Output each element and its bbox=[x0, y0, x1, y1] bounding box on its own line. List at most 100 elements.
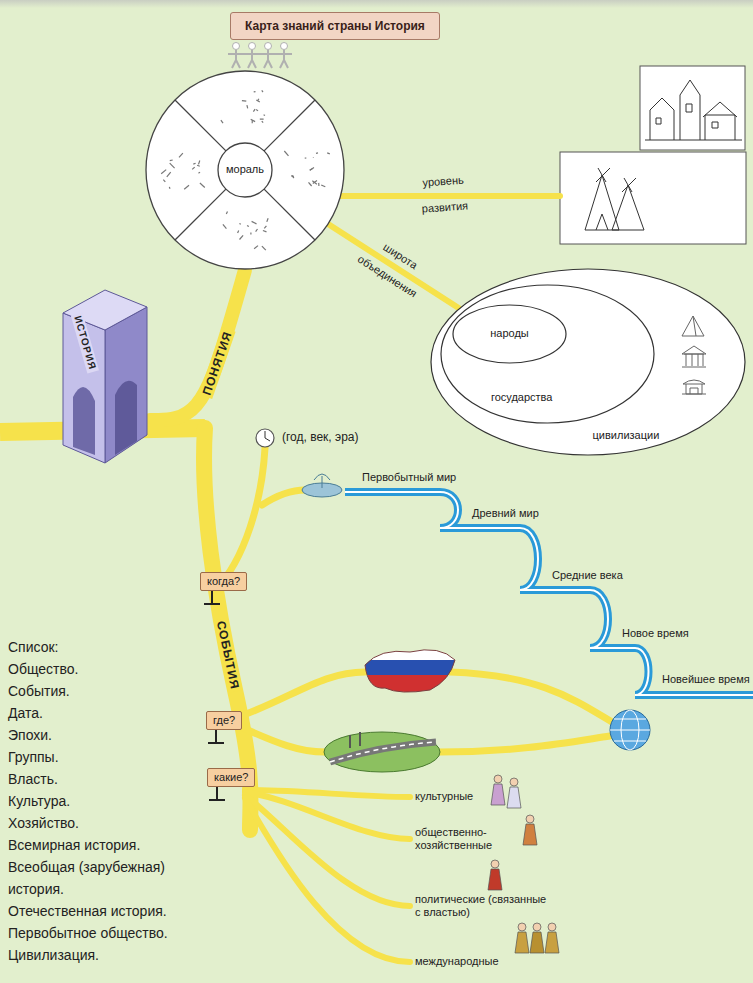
sketch-stroke bbox=[247, 226, 249, 227]
development-box bbox=[560, 152, 746, 244]
road-icon bbox=[330, 742, 436, 762]
yellow-branches bbox=[230, 722, 325, 752]
people-ellipse: народы bbox=[452, 304, 567, 364]
sketch-stroke bbox=[223, 224, 227, 228]
sketch-stroke bbox=[284, 151, 288, 156]
epoch-label: Древний мир bbox=[470, 507, 541, 520]
development-box bbox=[585, 168, 644, 230]
list-item: Дата. bbox=[8, 702, 193, 724]
list-item: Эпохи. bbox=[8, 724, 193, 746]
history-arch-outline bbox=[55, 285, 150, 465]
top-strip bbox=[0, 0, 753, 8]
arch-front bbox=[63, 313, 105, 463]
sketch-stroke bbox=[316, 152, 318, 154]
title-box: Карта знаний страны История bbox=[230, 12, 440, 40]
node-label: какие? bbox=[214, 771, 248, 784]
sketch-stroke bbox=[199, 172, 201, 173]
russia-map bbox=[360, 640, 460, 700]
pyramid-icon bbox=[682, 316, 704, 336]
question-sign: какие? bbox=[207, 768, 255, 787]
epoch-label: Первобытный мир bbox=[360, 471, 458, 484]
inner-circle bbox=[218, 143, 272, 197]
yellow-branches bbox=[450, 672, 612, 722]
term-list: Список:Общество.События.Дата.Эпохи.Групп… bbox=[8, 636, 193, 966]
russia-map bbox=[360, 640, 460, 700]
sketch-stroke bbox=[197, 165, 200, 166]
node-label: государства bbox=[491, 391, 553, 404]
list-item: Всеобщая (зарубежная) история. bbox=[8, 856, 193, 900]
sketch-stroke bbox=[169, 187, 171, 189]
russia-map bbox=[360, 660, 460, 675]
people-figures bbox=[515, 932, 529, 953]
event-type: культурные bbox=[415, 790, 473, 803]
sketch-stroke bbox=[246, 105, 248, 108]
list-item: События. bbox=[8, 680, 193, 702]
people-figures bbox=[526, 815, 534, 823]
sketch-stroke bbox=[262, 121, 263, 123]
time-units: (год, век, эра) bbox=[282, 430, 359, 444]
epoch-label: Средние века bbox=[550, 569, 625, 582]
people-figures bbox=[548, 923, 556, 931]
globe-icon bbox=[610, 710, 650, 750]
list-item: Цивилизация. bbox=[8, 944, 193, 966]
people-figures bbox=[488, 775, 559, 953]
sketch-stroke bbox=[291, 175, 294, 177]
ellipse-outline bbox=[453, 305, 566, 363]
russia-map bbox=[365, 650, 455, 692]
development-box bbox=[645, 80, 742, 140]
sketch-stroke bbox=[221, 120, 223, 123]
list-item: Культура. bbox=[8, 790, 193, 812]
event-type: общественно-хозяйственные bbox=[415, 826, 527, 852]
sketch-stroke bbox=[267, 218, 268, 222]
sketch-stroke bbox=[305, 157, 307, 158]
fountain-icon bbox=[302, 474, 342, 497]
sketch-stroke bbox=[238, 230, 239, 233]
stick-figures bbox=[265, 43, 272, 50]
yellow-branches bbox=[440, 736, 610, 752]
sketch-stroke bbox=[242, 100, 246, 102]
sketch-stroke bbox=[309, 182, 312, 186]
road-icon bbox=[324, 732, 440, 772]
node-label: где? bbox=[213, 714, 235, 727]
clock-icon bbox=[256, 429, 274, 447]
sketch-stroke bbox=[163, 180, 165, 182]
history-arch: ИСТОРИЯ bbox=[55, 285, 150, 465]
fountain-icon bbox=[314, 474, 330, 488]
sketch-stroke bbox=[170, 159, 173, 161]
people-figures bbox=[491, 784, 505, 805]
sketch-stroke bbox=[252, 221, 257, 224]
stick-figures bbox=[260, 50, 276, 68]
title-text: Карта знаний страны История bbox=[245, 19, 425, 33]
sketch-stroke bbox=[312, 181, 317, 185]
sketch-stroke bbox=[254, 246, 258, 249]
yellow-branches bbox=[262, 490, 305, 505]
sketch-stroke bbox=[262, 90, 263, 92]
yellow-branches bbox=[245, 798, 410, 962]
sketch-stroke bbox=[264, 114, 265, 116]
ellipse-outline bbox=[431, 269, 745, 455]
arch-opening bbox=[73, 387, 95, 455]
sketch-stroke bbox=[310, 168, 314, 171]
civilization-ellipse-outline bbox=[430, 268, 746, 456]
list-item: Всемирная история. bbox=[8, 834, 193, 856]
arch-opening bbox=[115, 381, 137, 455]
arch-side bbox=[105, 307, 147, 463]
sketch-stroke bbox=[264, 226, 266, 229]
sketch-stroke bbox=[184, 185, 189, 189]
stick-figures bbox=[249, 43, 256, 50]
civilization-ellipse: цивилизациигосударстванароды bbox=[430, 268, 746, 456]
people-figures bbox=[510, 778, 518, 786]
globe-icon bbox=[610, 710, 650, 750]
stick-figures bbox=[228, 50, 244, 68]
sketch-stroke bbox=[179, 153, 183, 157]
people-figures bbox=[491, 860, 499, 868]
sketch-stroke bbox=[327, 153, 330, 154]
sketch-stroke bbox=[254, 91, 256, 93]
people-figures bbox=[523, 824, 537, 845]
time-river bbox=[345, 492, 753, 695]
pagoda-icon bbox=[682, 380, 706, 394]
quadrant-divider bbox=[264, 100, 315, 151]
stick-figures bbox=[276, 50, 292, 68]
